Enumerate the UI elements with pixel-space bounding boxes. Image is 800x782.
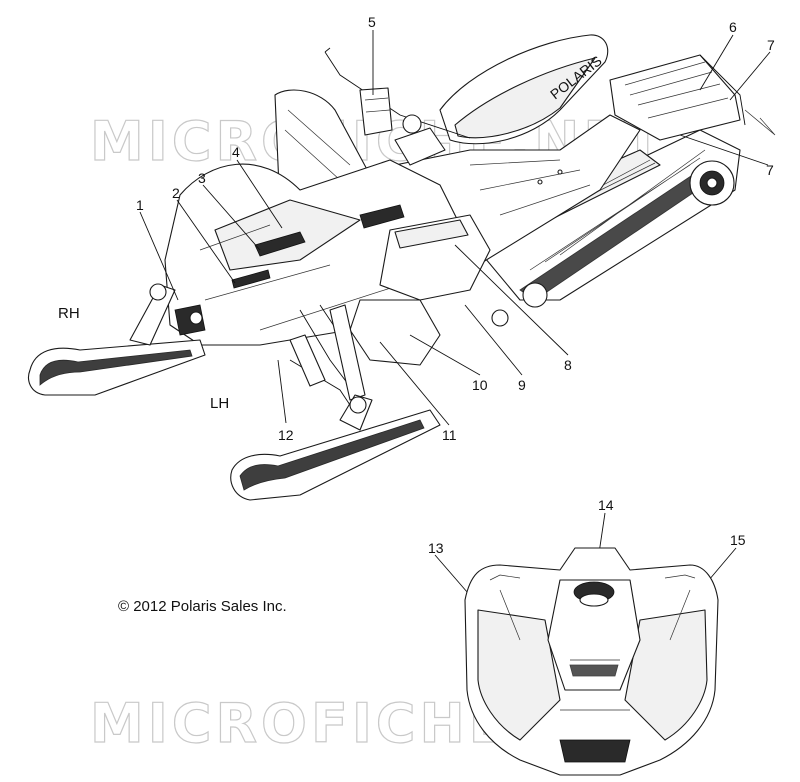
callout-8: 8	[564, 357, 572, 373]
callout-10: 10	[472, 377, 488, 393]
callout-15: 15	[730, 532, 746, 548]
side-label-rh: RH	[58, 305, 80, 322]
callout-12: 12	[278, 427, 294, 443]
side-label-lh: LH	[210, 395, 229, 412]
hood-inset-drawing	[464, 547, 719, 776]
callout-9: 9	[518, 377, 526, 393]
callout-7a: 7	[767, 37, 775, 53]
callout-numbers: 1 2 3 4 5 6 7 7 8 9 10 11 12 13 14 15	[136, 14, 775, 556]
callout-4: 4	[232, 144, 240, 160]
callout-3: 3	[198, 170, 206, 186]
callout-7b: 7	[766, 162, 774, 178]
snowmobile-drawing: POLARIS	[27, 34, 776, 501]
copyright-text: © 2012 Polaris Sales Inc.	[118, 598, 287, 615]
callout-6: 6	[729, 19, 737, 35]
callout-14: 14	[598, 497, 614, 513]
callout-13: 13	[428, 540, 444, 556]
callout-2: 2	[172, 185, 180, 201]
callout-11: 11	[442, 427, 457, 443]
callout-1: 1	[136, 197, 144, 213]
callout-5: 5	[368, 14, 376, 30]
